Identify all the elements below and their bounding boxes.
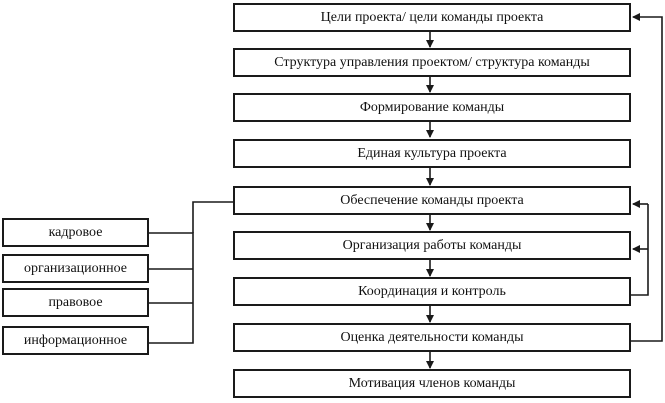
step-management-structure: Структура управления проектом/ структура… — [233, 48, 631, 77]
step-team-formation: Формирование команды — [233, 93, 631, 122]
step-member-motivation: Мотивация членов команды — [233, 369, 631, 398]
step-performance-evaluation: Оценка деятельности команды — [233, 323, 631, 352]
support-connector — [192, 201, 233, 233]
support-legal: правовое — [2, 288, 149, 317]
feedback-loop-outer — [631, 13, 663, 342]
support-bracket — [149, 232, 194, 344]
step-work-organization: Организация работы команды — [233, 231, 631, 260]
step-project-goals: Цели проекта/ цели команды проекта — [233, 3, 631, 32]
step-coordination-control: Координация и контроль — [233, 277, 631, 306]
feedback-loop-inner — [631, 204, 649, 296]
support-organizational: организационное — [2, 254, 149, 283]
step-team-support: Обеспечение команды проекта — [233, 186, 631, 215]
support-personnel: кадровое — [2, 218, 149, 247]
support-informational: информационное — [2, 326, 149, 355]
step-project-culture: Единая культура проекта — [233, 139, 631, 168]
